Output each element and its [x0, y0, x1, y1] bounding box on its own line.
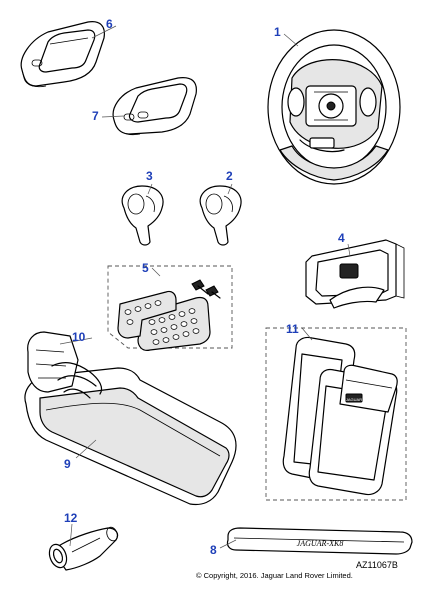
- part-5-pedal-kit: [107, 265, 233, 351]
- pedal-pad-holes: [148, 308, 200, 345]
- callout-1: 1: [274, 25, 281, 39]
- pedal-screws: [191, 279, 221, 299]
- drawing-id: AZ11067B: [356, 560, 398, 570]
- part-12-shroud: [48, 526, 119, 571]
- callout-2: 2: [226, 169, 233, 183]
- mat-badge-text: JAGUAR: [346, 397, 362, 402]
- part-11-floor-mats: JAGUAR: [265, 327, 407, 501]
- part-4-door-handle: [305, 239, 405, 309]
- callout-12: 12: [64, 511, 78, 525]
- callout-9: 9: [64, 457, 71, 471]
- part-2-gear-knob: [199, 185, 242, 246]
- callout-5: 5: [142, 261, 149, 275]
- part-7-gear-surround: [112, 77, 197, 136]
- callout-4: 4: [338, 231, 345, 245]
- callout-10: 10: [72, 330, 86, 344]
- part-10-armrest-hinge: [27, 331, 103, 399]
- callout-11: 11: [286, 322, 299, 336]
- callout-6: 6: [106, 17, 113, 31]
- part-6-gear-surround: [20, 21, 105, 88]
- callout-8: 8: [210, 543, 217, 557]
- part-9-armrest-console: [24, 367, 237, 506]
- leader-lines: [59, 25, 351, 549]
- copyright-text: © Copyright, 2016. Jaguar Land Rover Lim…: [196, 571, 353, 580]
- pedal-pad-small-holes: [124, 300, 162, 325]
- part-1-steering-wheel: [267, 29, 401, 185]
- part-3-gear-knob: [121, 185, 164, 246]
- callout-7: 7: [92, 109, 99, 123]
- callout-3: 3: [146, 169, 153, 183]
- part-8-sill-plate: JAGUAR-XK8: [226, 527, 413, 555]
- sill-plate-text: JAGUAR-XK8: [297, 539, 344, 548]
